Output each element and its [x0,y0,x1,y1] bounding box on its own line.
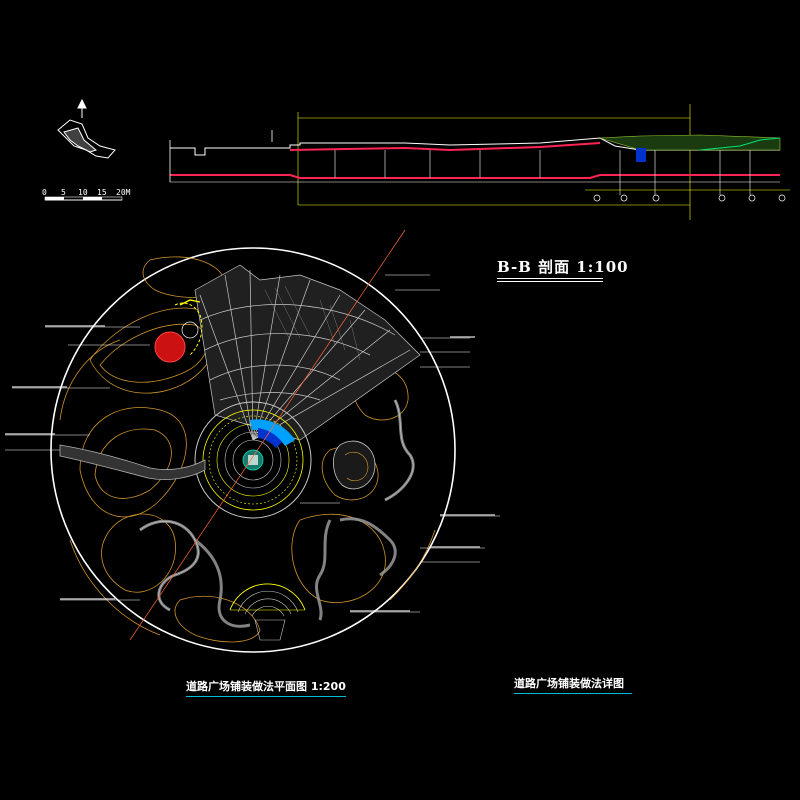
annotation-text-bars [5,325,495,612]
section-title: B-B 剖面 1:100 [497,258,629,276]
detail-title-underline [514,693,632,694]
plan-title-underline [186,696,346,697]
central-plaza [194,401,312,519]
section-cut-line [129,229,406,641]
scale-tick-20m: 20M [116,188,131,197]
key-map [57,119,116,159]
radial-paving-fan [194,264,421,441]
fan-hatching [264,285,361,361]
section-title-underline-2 [497,281,603,282]
scale-bar [44,196,123,201]
red-feature [154,331,186,363]
scale-tick-10: 10 [78,188,88,197]
scale-tick-15: 15 [97,188,107,197]
north-arrow-icon [77,98,87,118]
plan-title: 道路广场铺装做法平面图 1:200 [186,680,346,693]
south-amphitheater [229,583,306,641]
scale-tick-0: 0 [42,188,47,197]
section-title-underline [497,278,603,279]
pond [333,440,376,490]
detail-title: 道路广场铺装做法详图 [514,677,624,690]
west-walkway [59,444,206,480]
section-drawing [169,104,790,220]
circular-site-plan [5,229,500,653]
scale-tick-5: 5 [61,188,66,197]
